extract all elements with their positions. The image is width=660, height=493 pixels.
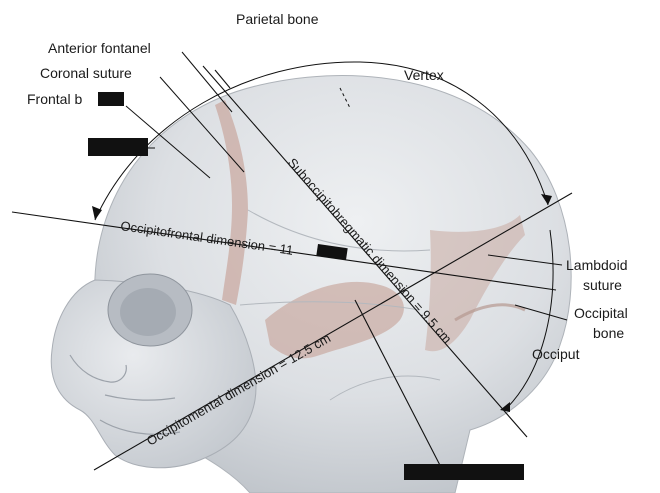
label-occiput: Occiput — [532, 346, 580, 362]
label-anterior-fontanel: Anterior fontanel — [48, 40, 151, 56]
label-frontal-bone: Frontal b — [27, 91, 82, 107]
label-occipital-line1: Occipital — [574, 305, 628, 321]
label-occipital-line2: bone — [593, 325, 624, 341]
label-lambdoid-line1: Lambdoid — [566, 257, 628, 273]
label-coronal-suture: Coronal suture — [40, 65, 132, 81]
label-vertex: Vertex — [404, 67, 444, 83]
label-parietal-bone: Parietal bone — [236, 11, 319, 27]
redaction-s-label — [88, 138, 148, 156]
suboccipitobregmatic-line-2 — [215, 70, 230, 88]
redaction-bottom — [404, 464, 524, 480]
redaction-frontal — [98, 92, 124, 106]
label-lambdoid-line2: suture — [583, 277, 622, 293]
